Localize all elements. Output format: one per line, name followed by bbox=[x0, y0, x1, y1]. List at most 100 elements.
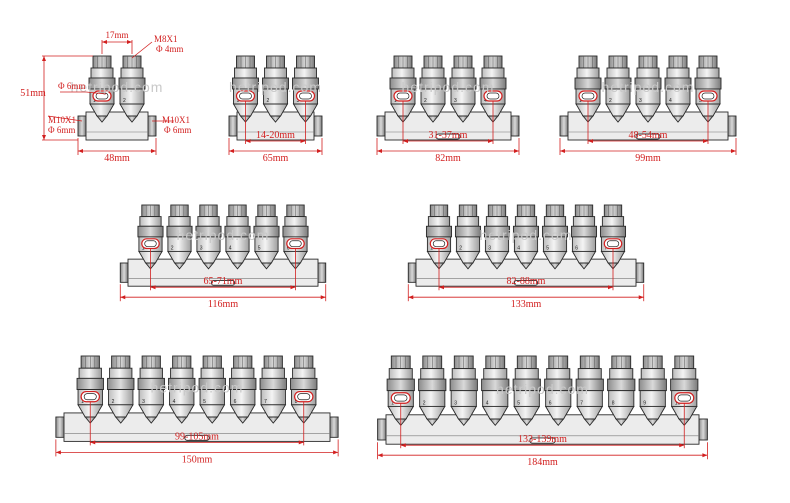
fitting-6-tip bbox=[578, 262, 590, 270]
fitting-8-nut bbox=[609, 368, 634, 380]
center-slot bbox=[529, 437, 556, 444]
left-outlet-hole-inner bbox=[239, 92, 252, 100]
fitting-2-number: 2 bbox=[267, 98, 270, 104]
length-dimension-arrow-right bbox=[731, 149, 736, 153]
fitting-7-number: 7 bbox=[580, 400, 583, 406]
pitch-dimension-arrow-right bbox=[127, 40, 132, 44]
fitting-4-tip bbox=[672, 115, 684, 123]
fitting-6-nut bbox=[572, 216, 596, 227]
span-dimension-arrow-right bbox=[298, 440, 304, 445]
span-dimension-arrow-left bbox=[588, 139, 593, 143]
fitting-2-number: 2 bbox=[424, 98, 427, 104]
fitting-8-number: 8 bbox=[612, 400, 615, 406]
fitting-6-collar bbox=[570, 225, 598, 238]
fitting-1-nut bbox=[388, 368, 413, 380]
watermark-text: hetripod.com bbox=[480, 227, 573, 243]
length-dimension bbox=[229, 149, 322, 153]
fitting-1-collar bbox=[425, 225, 453, 238]
left-outlet-hole-inner bbox=[83, 393, 97, 401]
fitting-2-number: 2 bbox=[171, 245, 174, 251]
fitting-3: 3 bbox=[449, 355, 478, 427]
fitting-2-tip bbox=[427, 115, 439, 123]
length-dimension bbox=[377, 149, 519, 153]
length-label: 133mm bbox=[511, 299, 542, 310]
span-dimension bbox=[588, 139, 708, 143]
length-label: 184mm bbox=[527, 457, 558, 468]
length-dimension-arrow-right bbox=[151, 149, 156, 153]
fitting-2-nut bbox=[109, 367, 133, 379]
center-slot bbox=[435, 133, 461, 140]
fitting-3-number: 3 bbox=[454, 98, 457, 104]
fitting-1-nut bbox=[139, 216, 162, 227]
fitting-4-number: 4 bbox=[229, 245, 232, 251]
span-dimension-arrow-left bbox=[403, 139, 408, 143]
fitting-5-nut bbox=[543, 216, 567, 227]
right-port bbox=[313, 115, 323, 137]
fitting-4-number: 4 bbox=[669, 98, 672, 104]
fitting-7: 7 bbox=[259, 355, 287, 424]
fitting-7-number: 7 bbox=[604, 245, 607, 251]
fitting-3-nut bbox=[451, 67, 475, 79]
span-dimension-arrow-right bbox=[608, 285, 613, 290]
fitting-4-number: 4 bbox=[517, 245, 520, 251]
hole-top-label: Φ 4mm bbox=[156, 44, 183, 54]
length-label: 82mm bbox=[435, 153, 461, 164]
fitting-4-tip bbox=[175, 416, 188, 424]
fitting-3-tip bbox=[145, 416, 158, 424]
left-port bbox=[376, 115, 386, 137]
fitting-7: 7 bbox=[575, 355, 604, 427]
fitting-5-tip bbox=[520, 418, 533, 427]
center-slot bbox=[210, 279, 236, 286]
length-dimension bbox=[55, 450, 339, 455]
fitting-3-tip bbox=[491, 262, 503, 270]
fitting-4-tip bbox=[231, 262, 244, 270]
fitting-1-collar bbox=[574, 77, 602, 90]
fitting-7-collar bbox=[259, 377, 287, 391]
left-port bbox=[559, 115, 569, 137]
fitting-2-collar bbox=[107, 377, 135, 391]
left-port bbox=[119, 262, 129, 283]
fitting-1-collar bbox=[137, 225, 164, 238]
fitting-1-nut bbox=[90, 67, 114, 79]
length-dimension bbox=[408, 295, 644, 300]
fitting-8-collar bbox=[290, 377, 318, 391]
fitting-4-number: 4 bbox=[173, 399, 176, 405]
fitting-2: 2 bbox=[166, 204, 193, 270]
right-outlet-hole-inner bbox=[606, 240, 620, 247]
right-port bbox=[329, 416, 339, 438]
length-dimension-arrow-left bbox=[560, 149, 565, 153]
fitting-2-collar bbox=[454, 225, 482, 238]
fitting-2-tip bbox=[269, 115, 282, 123]
left-port bbox=[228, 115, 238, 137]
fitting-4: 4 bbox=[664, 55, 692, 123]
fitting-6-nut bbox=[546, 368, 571, 380]
length-dimension-arrow-right bbox=[638, 295, 644, 300]
length-dimension bbox=[560, 149, 736, 153]
length-dimension-arrow-left bbox=[408, 295, 414, 300]
fitting-5-tip bbox=[549, 262, 561, 270]
fitting-8-collar bbox=[607, 378, 636, 392]
fitting-5-collar bbox=[694, 77, 722, 90]
fitting-1-number: 1 bbox=[81, 399, 84, 405]
fitting-6-number: 6 bbox=[287, 245, 290, 251]
fitting-8-nut bbox=[292, 367, 316, 379]
fitting-5-number: 5 bbox=[699, 98, 702, 104]
span-dimension bbox=[400, 443, 685, 448]
left-outlet-hole-inner bbox=[394, 394, 408, 402]
fitting-2-tip bbox=[114, 416, 127, 424]
fitting-1-tip bbox=[96, 115, 108, 123]
fitting-1-number: 1 bbox=[142, 245, 145, 251]
span-label: 31-37mm bbox=[429, 130, 468, 141]
length-dimension-arrow-left bbox=[377, 149, 382, 153]
fitting-3-tip bbox=[457, 115, 469, 123]
span-dimension bbox=[150, 285, 296, 290]
left-port bbox=[77, 115, 87, 137]
fitting-3: 3 bbox=[634, 55, 662, 123]
fitting-3-nut bbox=[485, 216, 509, 227]
